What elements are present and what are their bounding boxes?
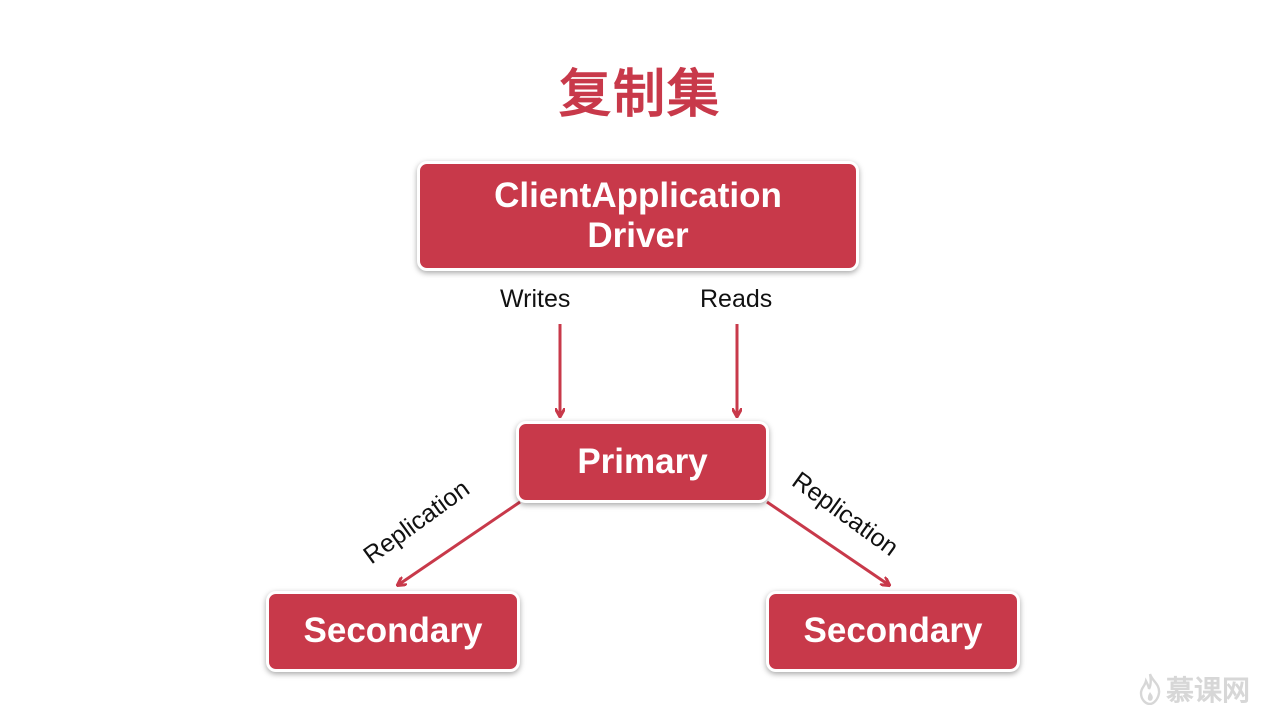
writes-label: Writes: [500, 285, 571, 313]
watermark-logo: 慕课网: [1138, 666, 1250, 712]
driver-label: Driver: [587, 216, 689, 255]
reads-label: Reads: [700, 285, 773, 313]
client-application-node: ClientApplication Driver: [417, 161, 859, 271]
secondary-left-node: Secondary: [266, 591, 520, 672]
flame-icon: [1139, 673, 1161, 705]
secondary-right-node: Secondary: [766, 591, 1020, 672]
client-application-label: ClientApplication: [494, 175, 782, 215]
secondary-left-label: Secondary: [303, 611, 483, 651]
replication-left-arrow: [398, 500, 521, 585]
page-title: 复制集: [558, 65, 721, 125]
secondary-right-label: Secondary: [803, 611, 983, 651]
primary-label: Primary: [577, 441, 708, 481]
watermark-text: 慕课网: [1166, 674, 1251, 707]
replication-right-arrow: [766, 500, 889, 585]
primary-node: Primary: [516, 421, 769, 503]
